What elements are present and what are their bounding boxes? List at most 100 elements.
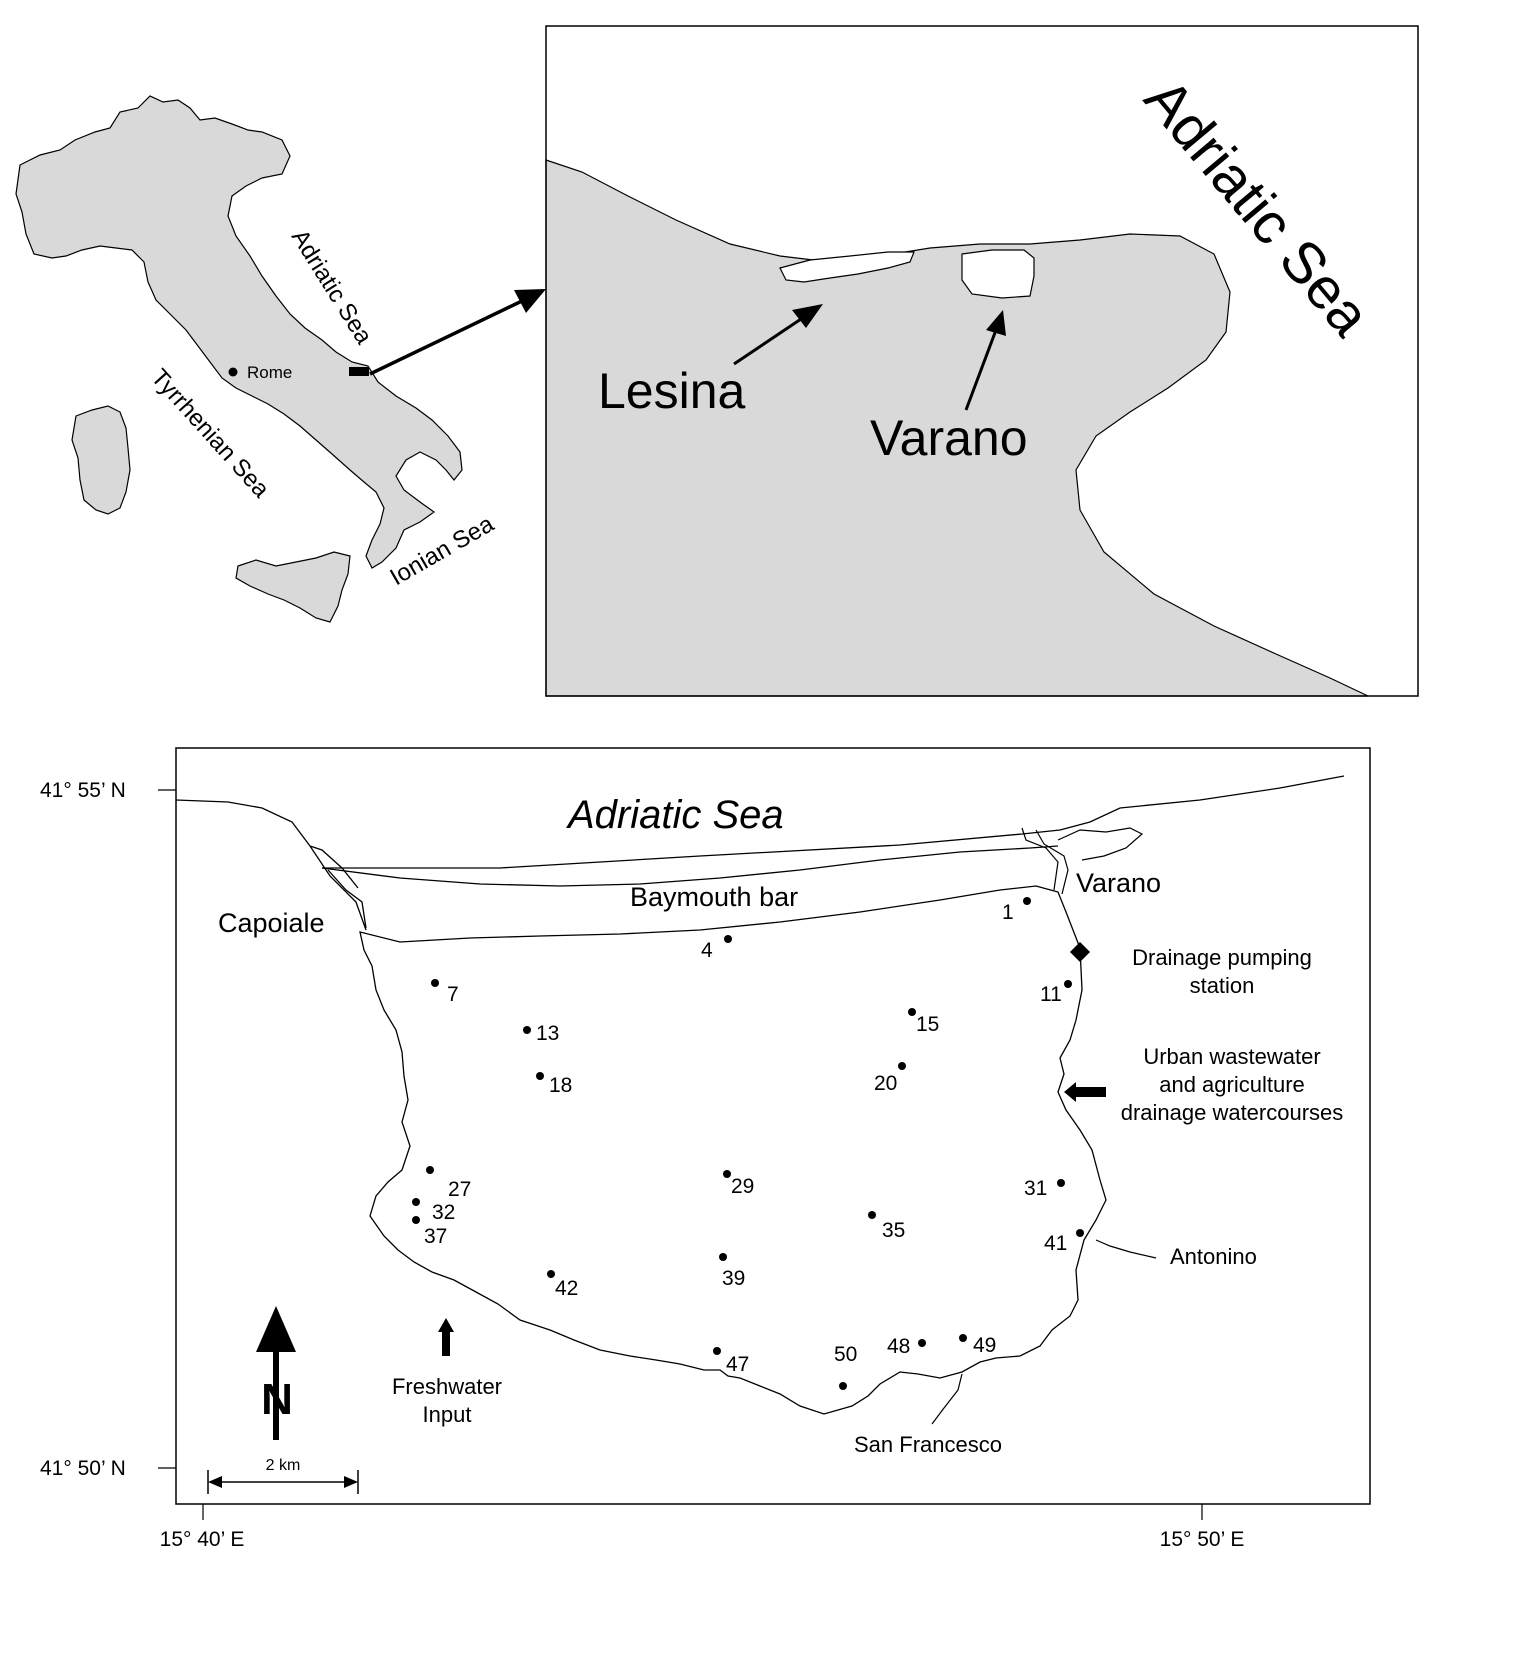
station-dot [1076, 1229, 1084, 1237]
station-label: 35 [882, 1219, 905, 1242]
station-1: 1 [1002, 897, 1031, 924]
pumping-station-label-2: station [1190, 973, 1255, 998]
station-18: 18 [536, 1072, 572, 1097]
station-41: 41 [1044, 1229, 1084, 1255]
station-label: 37 [424, 1225, 447, 1248]
sicily-island [235, 551, 351, 623]
station-13: 13 [523, 1022, 559, 1045]
station-label: 39 [722, 1267, 745, 1290]
lagoon-detail-map: Adriatic Sea Baymouth bar Capoiale Varan… [40, 747, 1371, 1551]
san-francesco-label: San Francesco [854, 1432, 1002, 1457]
station-label: 29 [731, 1175, 754, 1198]
lesina-arrow-head [792, 304, 823, 328]
station-15: 15 [908, 1008, 939, 1036]
lat-bottom-label: 41° 50’ N [40, 1457, 126, 1480]
station-label: 15 [916, 1013, 939, 1036]
station-42: 42 [547, 1270, 578, 1300]
scale-label: 2 km [266, 1457, 301, 1474]
station-label: 11 [1040, 983, 1062, 1006]
station-dot [723, 1170, 731, 1178]
north-arrow-head [256, 1306, 296, 1352]
station-11: 11 [1040, 980, 1072, 1006]
station-39: 39 [719, 1253, 745, 1290]
lesina-label: Lesina [598, 363, 746, 419]
sea-coastline [175, 775, 1345, 931]
station-20: 20 [874, 1062, 906, 1095]
freshwater-label-2: Input [423, 1402, 472, 1427]
varano-lagoon [961, 249, 1035, 299]
capoiale-label: Capoiale [218, 908, 325, 938]
freshwater-arrow [438, 1318, 454, 1356]
station-50: 50 [834, 1343, 857, 1390]
station-31: 31 [1024, 1177, 1065, 1200]
scale-bar-arrow-left [208, 1476, 222, 1488]
inset-frame [545, 25, 1419, 697]
varano-arrow-line [964, 329, 998, 411]
station-label: 4 [701, 939, 713, 962]
station-label: 18 [549, 1074, 572, 1097]
baymouth-bar-label: Baymouth bar [630, 882, 798, 912]
station-label: 27 [448, 1178, 471, 1201]
station-dot [412, 1216, 420, 1224]
station-dot [908, 1008, 916, 1016]
station-dot [719, 1253, 727, 1261]
station-27: 27 [426, 1166, 471, 1201]
station-label: 47 [726, 1353, 749, 1376]
detail-frame [175, 747, 1371, 1505]
station-label: 32 [432, 1201, 455, 1224]
lesina-lagoon [779, 251, 915, 283]
inset-map: Adriatic Sea Lesina Varano [545, 25, 1419, 697]
station-dot [959, 1334, 967, 1342]
scale-bar-arrow-right [344, 1476, 358, 1488]
varano-arrow-head [986, 310, 1006, 336]
station-dot [536, 1072, 544, 1080]
station-label: 41 [1044, 1232, 1067, 1255]
station-dot [547, 1270, 555, 1278]
station-label: 50 [834, 1343, 857, 1366]
detail-varano-label: Varano [1076, 868, 1161, 898]
varano-channel [1021, 827, 1144, 895]
station-dot [523, 1026, 531, 1034]
station-dot [868, 1211, 876, 1219]
wastewater-label-2: and agriculture [1159, 1072, 1305, 1097]
san-francesco-watercourse [931, 1373, 963, 1425]
north-label: N [261, 1375, 293, 1424]
baymouth-bar-inner [321, 845, 1059, 929]
station-dot [898, 1062, 906, 1070]
station-dot [918, 1339, 926, 1347]
italy-overview-map: Rome Adriatic Sea Tyrrhenian Sea Ionian … [15, 95, 546, 623]
lat-top-label: 41° 55’ N [40, 779, 126, 802]
wastewater-arrow [1064, 1082, 1106, 1102]
pumping-station-marker [1070, 942, 1090, 962]
station-32: 32 [412, 1198, 455, 1224]
detail-adriatic-sea-label: Adriatic Sea [566, 793, 784, 837]
italy-mainland [15, 95, 463, 569]
station-dot [1064, 980, 1072, 988]
station-dot [713, 1347, 721, 1355]
station-label: 49 [973, 1334, 996, 1357]
lesina-arrow-line [733, 315, 805, 366]
station-label: 31 [1024, 1177, 1047, 1200]
station-dot [431, 979, 439, 987]
station-47: 47 [713, 1347, 749, 1376]
freshwater-label-1: Freshwater [392, 1374, 502, 1399]
station-dot [839, 1382, 847, 1390]
station-label: 20 [874, 1072, 897, 1095]
station-4: 4 [701, 935, 732, 962]
station-dot [412, 1198, 420, 1206]
station-dot [426, 1166, 434, 1174]
rome-label: Rome [247, 363, 292, 382]
varano-label: Varano [870, 410, 1028, 466]
zoom-arrow-head [514, 289, 546, 313]
station-label: 42 [555, 1277, 578, 1300]
zoom-arrow-line [369, 298, 525, 376]
station-dot [724, 935, 732, 943]
gargano-land [545, 159, 1369, 697]
rome-marker [228, 367, 238, 377]
station-label: 7 [447, 983, 459, 1006]
antonino-label: Antonino [1170, 1244, 1257, 1269]
station-49: 49 [959, 1334, 996, 1357]
study-area-marker [349, 367, 369, 376]
sardinia-island [71, 405, 131, 515]
